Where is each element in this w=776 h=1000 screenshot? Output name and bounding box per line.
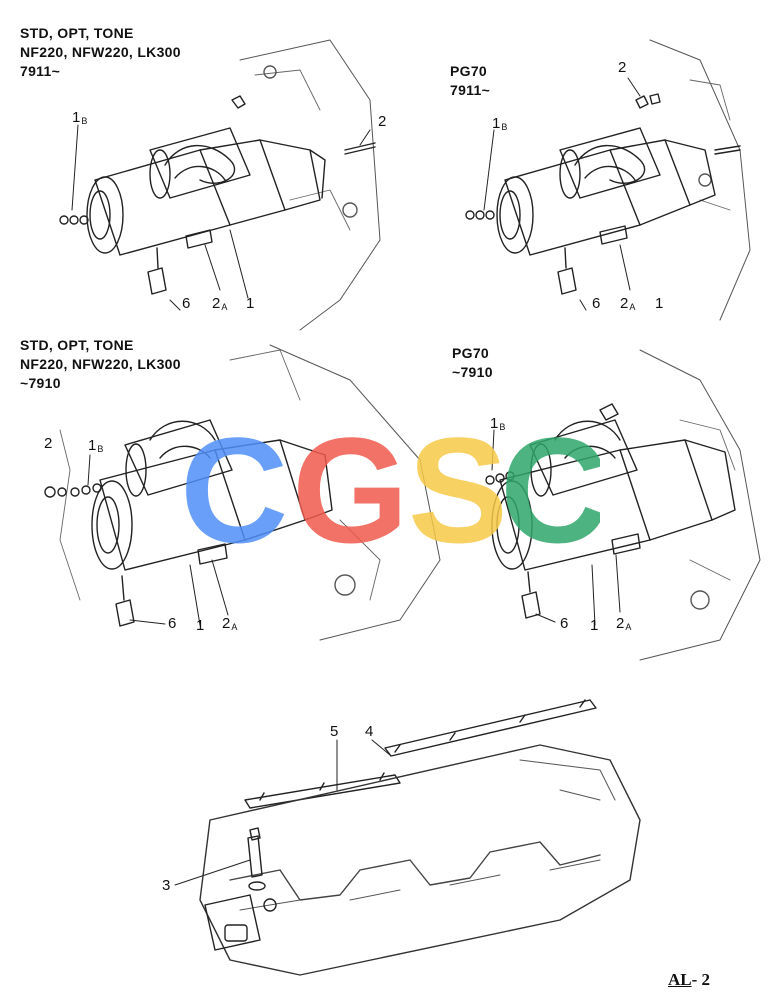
starter-motor-top-left	[59, 39, 381, 331]
callout-1: 1	[246, 295, 255, 312]
callout-2: 2	[44, 435, 53, 452]
caption-line: NF220, NFW220, LK300	[20, 44, 181, 60]
callout-number: 2	[222, 615, 231, 632]
watermark-letter-c2: C	[500, 420, 600, 570]
callout-4: 4	[365, 723, 374, 740]
caption-line: PG70	[450, 63, 487, 79]
callout-1b: 1B	[72, 110, 87, 129]
callout-1b: 1B	[490, 416, 505, 435]
caption-line: 7911~	[20, 63, 61, 79]
callout-1b: 1B	[492, 116, 507, 135]
callout-suffix: A	[231, 622, 238, 632]
callout-5: 5	[330, 723, 339, 740]
callout-number: 2	[616, 615, 625, 632]
starter-motor-top-right	[465, 39, 751, 321]
caption-bottom-right: PG70 ~7910	[452, 344, 493, 382]
callout-2: 2	[618, 59, 627, 76]
callout-suffix: A	[625, 622, 632, 632]
callout-6: 6	[560, 615, 569, 632]
callout-1: 1	[655, 295, 664, 312]
caption-line: NF220, NFW220, LK300	[20, 356, 181, 372]
watermark-letter-g: G	[292, 420, 409, 570]
callout-number: 1	[72, 109, 81, 126]
callout-number: 2	[620, 295, 629, 312]
starter-motor-bottom-right	[485, 349, 761, 661]
callout-2a: 2A	[616, 616, 631, 635]
caption-line: 7911~	[450, 82, 491, 98]
callout-6: 6	[168, 615, 177, 632]
callout-suffix: B	[81, 116, 88, 126]
page-number-prefix: AL	[668, 970, 692, 989]
callout-6: 6	[182, 295, 191, 312]
page-number: AL- 2	[668, 970, 710, 990]
watermark-letter-s: S	[408, 420, 508, 570]
callout-suffix: A	[221, 302, 228, 312]
callout-number: 1	[88, 437, 97, 454]
caption-line: ~7910	[452, 364, 493, 380]
caption-top-right: PG70 7911~	[450, 62, 490, 100]
caption-bottom-left: STD, OPT, TONE NF220, NFW220, LK300 ~791…	[20, 336, 181, 393]
starter-motor-bottom-left	[44, 344, 441, 641]
callout-number: 2	[212, 295, 221, 312]
callout-suffix: B	[499, 422, 506, 432]
callout-3: 3	[162, 877, 171, 894]
callout-number: 1	[492, 115, 501, 132]
callout-suffix: A	[629, 302, 636, 312]
callout-2a: 2A	[620, 296, 635, 315]
callout-1b: 1B	[88, 438, 103, 457]
watermark-letter-c1: C	[180, 420, 288, 570]
callout-2: 2	[378, 113, 387, 130]
cylinder-head-assembly	[174, 699, 641, 976]
page-number-suffix: - 2	[691, 970, 711, 989]
callout-2a: 2A	[222, 616, 237, 635]
callout-suffix: B	[501, 122, 508, 132]
cgsc-watermark: C G S C	[180, 420, 600, 570]
callout-6: 6	[592, 295, 601, 312]
caption-line: STD, OPT, TONE	[20, 337, 134, 353]
callout-number: 1	[490, 415, 499, 432]
caption-top-left: STD, OPT, TONE NF220, NFW220, LK300 7911…	[20, 24, 181, 81]
callout-1: 1	[590, 617, 599, 634]
callout-1: 1	[196, 617, 205, 634]
callout-2a: 2A	[212, 296, 227, 315]
caption-line: STD, OPT, TONE	[20, 25, 134, 41]
caption-line: ~7910	[20, 375, 61, 391]
caption-line: PG70	[452, 345, 489, 361]
callout-suffix: B	[97, 444, 104, 454]
